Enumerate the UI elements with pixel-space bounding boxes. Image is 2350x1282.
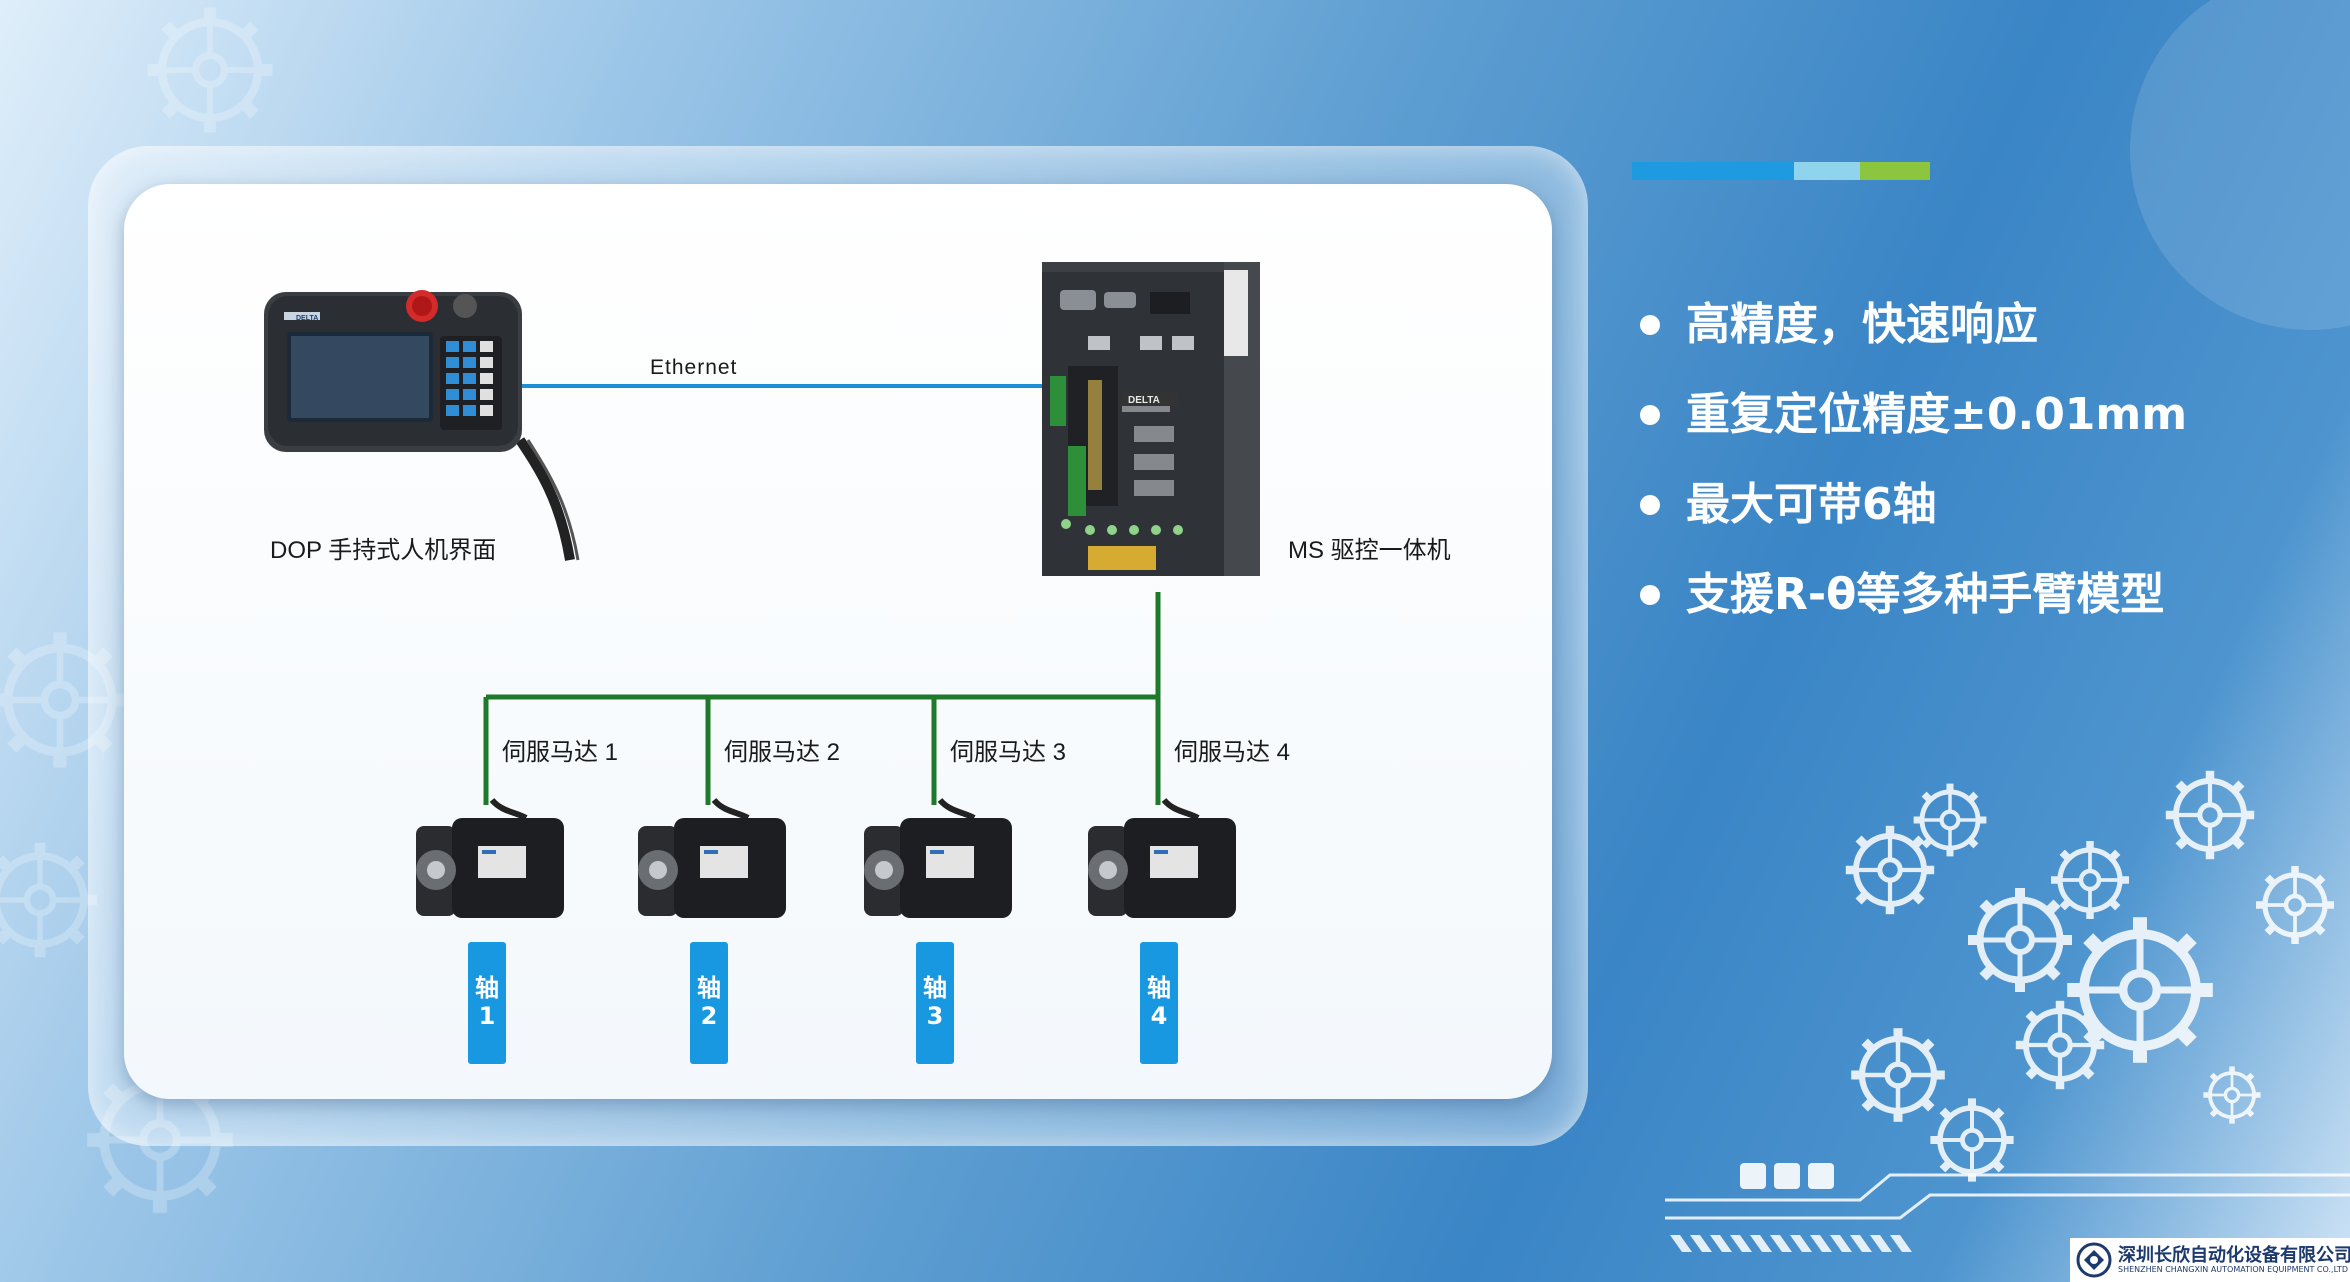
axis-tag-char: 轴 [697,974,721,1002]
accent-segment [1794,162,1860,180]
bullet-dot-icon [1640,495,1660,515]
ethernet-label: Ethernet [650,356,737,379]
company-logo-icon [2076,1242,2112,1278]
teach-pendant-image: DELTA [264,290,580,561]
accent-color-bar [1632,162,1930,180]
motor-label: 伺服马达 3 [950,739,1066,766]
feature-text: 支援R-θ等多种手臂模型 [1686,569,2165,620]
pendant-label: DOP 手持式人机界面 [270,537,496,564]
servo-motor-image [1088,797,1236,918]
feature-text: 最大可带6轴 [1686,479,1937,530]
bullet-dot-icon [1640,315,1660,335]
motor-bus [483,592,1161,805]
servo-motor-3: 伺服马达 3 轴3 [864,739,1066,1064]
accent-segment [1632,162,1794,180]
axis-tag [690,942,728,1064]
axis-tag-char: 轴 [475,974,499,1002]
bullet-dot-icon [1640,405,1660,425]
axis-tag [916,942,954,1064]
axis-tag-number: 3 [927,1002,944,1030]
company-name-en: SHENZHEN CHANGXIN AUTOMATION EQUIPMENT C… [2118,1265,2348,1274]
accent-segment [1860,162,1930,180]
servo-motor-image [416,797,564,918]
drive-label: MS 驱控一体机 [1288,537,1451,564]
axis-tag [468,942,506,1064]
servo-drive-image: DELTA [1042,262,1260,576]
company-name: 深圳长欣自动化设备有限公司 [2118,1245,2350,1266]
feature-item: 最大可带6轴 [1640,460,2187,550]
company-logo: 深圳长欣自动化设备有限公司 SHENZHEN CHANGXIN AUTOMATI… [2070,1238,2350,1282]
servo-motor-image [864,797,1012,918]
servo-motor-1: 伺服马达 1 轴1 [416,739,618,1064]
axis-tag-number: 1 [479,1002,496,1030]
servo-motor-2: 伺服马达 2 轴2 [638,739,840,1064]
drive-brand-label: DELTA [1128,395,1160,406]
feature-item: 高精度，快速响应 [1640,280,2187,370]
pendant-brand-label: DELTA [296,315,318,322]
axis-tag-char: 轴 [1147,974,1171,1002]
bullet-dot-icon [1640,585,1660,605]
motor-label: 伺服马达 4 [1174,739,1290,766]
feature-text: 重复定位精度±0.01mm [1686,389,2188,440]
feature-item: 重复定位精度±0.01mm [1640,370,2187,460]
servo-motor-image [638,797,786,918]
axis-tag-number: 2 [701,1002,718,1030]
motor-label: 伺服马达 1 [502,739,618,766]
axis-tag-char: 轴 [923,974,947,1002]
motor-label: 伺服马达 2 [724,739,840,766]
servo-motor-4: 伺服马达 4 轴4 [1088,739,1290,1064]
axis-tag-number: 4 [1151,1002,1168,1030]
axis-tag [1140,942,1178,1064]
feature-text: 高精度，快速响应 [1686,299,2038,350]
feature-item: 支援R-θ等多种手臂模型 [1640,550,2187,640]
feature-list: 高精度，快速响应 重复定位精度±0.01mm 最大可带6轴 支援R-θ等多种手臂… [1640,280,2187,640]
